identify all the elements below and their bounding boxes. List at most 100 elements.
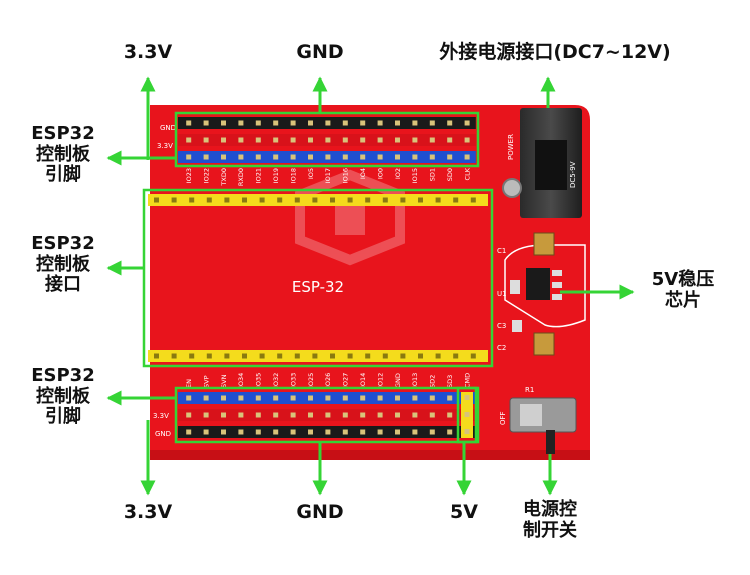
pin-label: IO14: [359, 373, 367, 388]
pin: [429, 120, 435, 126]
pin: [377, 395, 383, 401]
pin: [255, 137, 261, 143]
pin: [360, 137, 366, 143]
silk-33v-bottom: 3.3V: [153, 412, 169, 420]
pin: [325, 137, 331, 143]
pin: [412, 429, 418, 435]
pin: [464, 395, 470, 400]
pin: [464, 137, 470, 143]
label-right-reg: 5V稳压 芯片: [638, 269, 728, 311]
label-left-socket: ESP32 控制板 接口: [18, 233, 108, 296]
label-top-33v: 3.3V: [123, 41, 173, 63]
pin: [238, 395, 244, 401]
pin: [325, 395, 331, 401]
pin-label: IO16: [342, 168, 350, 183]
pin: [412, 395, 418, 401]
pin-label: IO15: [411, 168, 419, 183]
pin: [429, 412, 435, 418]
header-row-gnd-bottom: [178, 426, 476, 438]
pin-label: IO2: [394, 168, 402, 179]
callout-arrows: [106, 76, 635, 496]
pin-label: IO23: [185, 168, 193, 183]
socket-hole: [330, 353, 335, 359]
socket-hole: [435, 353, 441, 359]
pin-label: SD1: [429, 168, 437, 181]
pin: [221, 412, 226, 418]
label-left-pins-top-l1: ESP32: [31, 123, 95, 144]
pin: [447, 395, 453, 401]
pin-label: IO19: [272, 168, 280, 183]
pin-label: TXD0: [220, 168, 228, 187]
socket-hole: [242, 197, 247, 203]
pin: [203, 429, 209, 435]
label-right-reg-l1: 5V稳压: [651, 269, 715, 290]
pin: [447, 137, 453, 143]
socket-hole: [171, 197, 177, 203]
pin: [308, 429, 313, 435]
pin: [221, 154, 226, 160]
silk-33v-top: 3.3V: [157, 142, 173, 150]
pin: [238, 429, 244, 435]
socket-hole: [312, 197, 318, 203]
pin: [395, 120, 400, 126]
pin: [412, 137, 418, 143]
pin: [377, 137, 383, 143]
pin-label: IO34: [237, 373, 245, 388]
pin-label: IO12: [376, 373, 384, 388]
socket-hole: [347, 353, 353, 359]
pin: [186, 429, 192, 435]
pin: [325, 120, 331, 126]
socket-hole: [294, 197, 300, 203]
socket-hole: [277, 353, 283, 359]
socket-hole: [312, 353, 318, 359]
pin: [273, 137, 279, 143]
pin: [429, 429, 435, 435]
socket-hole: [365, 197, 371, 203]
pin: [290, 154, 296, 160]
socket-hole: [418, 197, 423, 203]
label-bottom-gnd: GND: [296, 501, 344, 523]
pin: [412, 154, 418, 160]
pin: [377, 120, 383, 126]
pin: [342, 395, 348, 401]
header-row-33v-bottom: [178, 409, 476, 421]
pin: [342, 154, 348, 160]
pin: [395, 412, 400, 418]
pin: [186, 154, 192, 160]
label-bottom-5v: 5V: [450, 501, 478, 523]
pin: [377, 154, 383, 160]
header-row-33v-top: [178, 134, 476, 146]
socket-hole: [242, 353, 247, 359]
bottom-pin-headers: [178, 392, 476, 438]
pin: [342, 412, 348, 418]
label-bottom-switch: 电源控 制开关: [505, 499, 595, 541]
pin: [203, 412, 209, 418]
pin-label: IO17: [324, 168, 332, 183]
pin: [308, 395, 313, 401]
regulator-area: [504, 232, 586, 356]
silk-gnd-bottom: GND: [155, 430, 171, 438]
pin: [255, 429, 261, 435]
pin-label: IO32: [272, 373, 280, 388]
box-bottom-headers: [174, 386, 480, 444]
socket-hole: [259, 197, 265, 203]
pin: [238, 412, 244, 418]
label-left-pins-top: ESP32 控制板 引脚: [18, 123, 108, 186]
pin: [273, 120, 279, 126]
pin: [412, 120, 418, 126]
socket-hole: [294, 353, 300, 359]
pin: [412, 412, 418, 418]
pin-label: IO27: [342, 373, 350, 388]
watermark-logo: [295, 169, 405, 266]
pin-label: IO5: [307, 168, 315, 179]
pin: [325, 412, 331, 418]
pin: [255, 154, 261, 160]
pin: [342, 429, 348, 435]
pin: [203, 395, 209, 401]
socket-hole: [435, 197, 441, 203]
pin: [342, 120, 348, 126]
pin: [221, 137, 226, 143]
pin-label: IO0: [376, 168, 384, 179]
socket-hole: [224, 353, 230, 359]
esp32-socket: [148, 194, 488, 362]
